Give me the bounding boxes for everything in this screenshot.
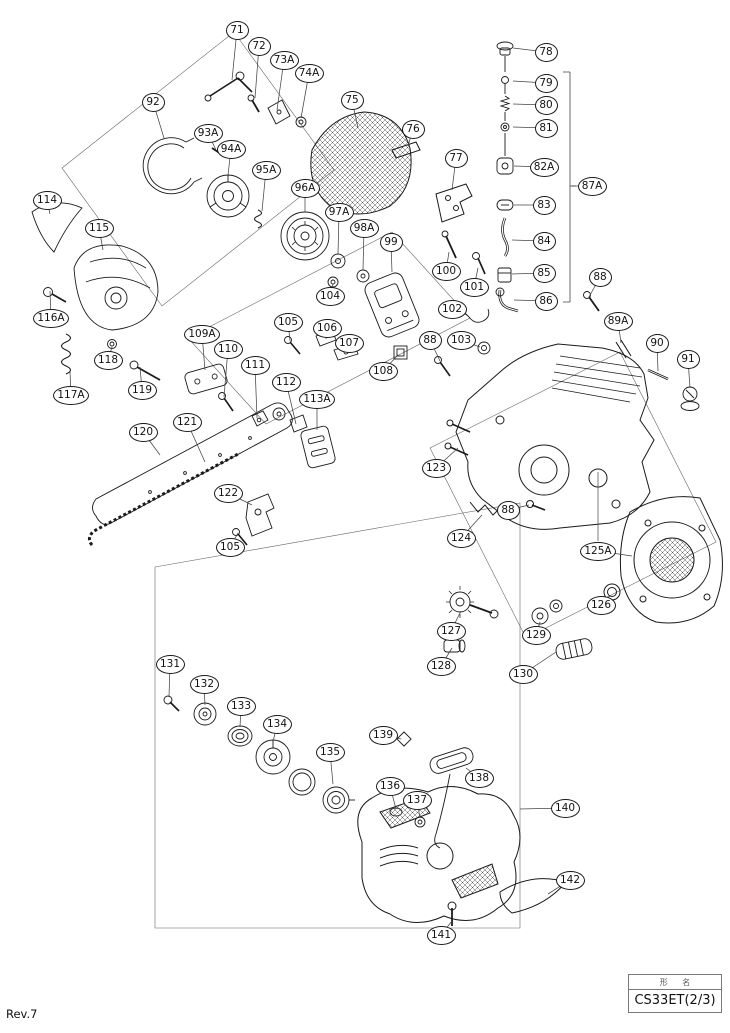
group-recoil-starter bbox=[163, 695, 474, 849]
group-oil-pump bbox=[443, 586, 593, 660]
group-right-small-parts bbox=[583, 291, 700, 411]
group-starter-cover bbox=[357, 786, 567, 926]
group-mount-plates bbox=[184, 363, 336, 469]
group-chain-brake bbox=[31, 71, 307, 381]
group-fan-cover bbox=[603, 496, 723, 624]
group-air-cleaner bbox=[284, 230, 491, 377]
group-engine-housing bbox=[444, 343, 655, 541]
title-block: 形 名 CS33ET(2/3) bbox=[628, 974, 722, 1013]
title-block-model: CS33ET(2/3) bbox=[634, 993, 716, 1008]
group-hand-guard bbox=[310, 111, 473, 223]
revision-label: Rev.7 bbox=[6, 1007, 38, 1021]
group-fuel-system bbox=[495, 41, 576, 313]
group-guide-bar bbox=[87, 402, 293, 546]
title-block-label: 形 名 bbox=[629, 975, 721, 990]
